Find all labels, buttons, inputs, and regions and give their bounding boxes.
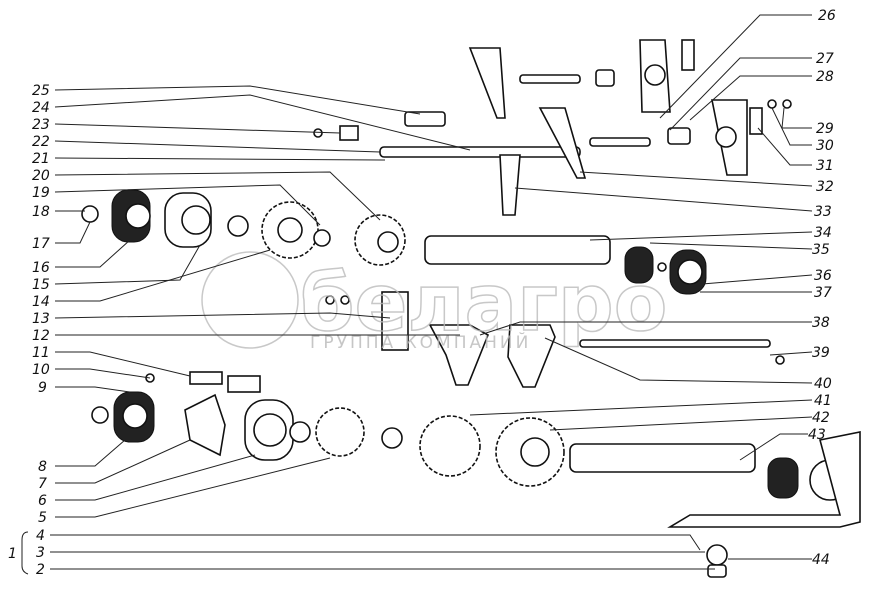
callout-30: 30 xyxy=(816,138,834,154)
callout-37: 37 xyxy=(814,285,832,301)
callout-16: 16 xyxy=(32,260,50,276)
callout-42: 42 xyxy=(812,410,830,426)
watermark-logo: белагро ГРУППА КОМПАНИЙ xyxy=(201,251,668,353)
shaft-34 xyxy=(424,235,611,265)
callout-25: 25 xyxy=(32,83,50,99)
bearing xyxy=(767,457,799,499)
circlip-17 xyxy=(81,205,99,223)
plate-7 xyxy=(184,393,226,457)
callout-26: 26 xyxy=(818,8,836,24)
callout-11: 11 xyxy=(32,345,50,361)
callout-1: 1 xyxy=(8,546,17,562)
plate-23 xyxy=(339,125,359,141)
callout-28: 28 xyxy=(816,69,834,85)
watermark-subtitle: ГРУППА КОМПАНИЙ xyxy=(310,331,531,353)
callouts-right: 26 27 28 29 30 31 32 33 34 35 36 37 38 3… xyxy=(808,8,836,568)
callout-24: 24 xyxy=(32,100,50,116)
callout-6: 6 xyxy=(38,493,47,509)
bolt-24 xyxy=(313,128,323,138)
callout-13: 13 xyxy=(32,311,50,327)
plate-13 xyxy=(381,291,409,351)
rod-27 xyxy=(519,74,581,84)
rod-38 xyxy=(579,339,771,348)
circlip-9 xyxy=(91,406,109,424)
bearing-35 xyxy=(624,246,654,284)
callout-43: 43 xyxy=(808,427,826,443)
parts xyxy=(81,39,861,578)
lever-26a xyxy=(468,47,506,119)
plate-10 xyxy=(227,375,261,393)
callout-19: 19 xyxy=(32,185,50,201)
shift-shaft-22 xyxy=(379,146,581,158)
callout-12: 12 xyxy=(32,328,50,344)
bushing-28 xyxy=(595,69,615,87)
gear-5 xyxy=(315,407,365,457)
callout-7: 7 xyxy=(38,476,47,492)
plate-11 xyxy=(189,371,223,385)
callout-38: 38 xyxy=(812,315,830,331)
plug-2 xyxy=(706,544,728,566)
clip xyxy=(681,39,695,71)
callout-44: 44 xyxy=(812,552,830,568)
leader-lines xyxy=(21,14,813,575)
callout-9: 9 xyxy=(38,380,47,396)
callout-35: 35 xyxy=(812,242,830,258)
callout-5: 5 xyxy=(38,510,47,526)
fork-40 xyxy=(507,324,556,388)
callout-33: 33 xyxy=(814,204,832,220)
callout-41: 41 xyxy=(814,393,832,409)
callout-29: 29 xyxy=(816,121,834,137)
lever-32 xyxy=(538,107,587,179)
callout-27: 27 xyxy=(816,51,834,67)
lever-25 xyxy=(404,111,446,127)
bracket-44 xyxy=(667,431,861,528)
ring-20 xyxy=(313,229,331,247)
gear-41 xyxy=(419,415,481,477)
callout-31: 31 xyxy=(816,158,834,174)
shaft-43 xyxy=(569,443,756,473)
callout-20: 20 xyxy=(32,168,50,184)
callout-21: 21 xyxy=(32,151,50,167)
callout-18: 18 xyxy=(32,204,50,220)
callout-34: 34 xyxy=(814,225,832,241)
callout-17: 17 xyxy=(32,236,50,252)
callouts-left: 25 24 23 22 21 20 19 18 17 16 15 14 13 1… xyxy=(8,83,50,578)
rod-30a xyxy=(589,137,651,147)
callout-39: 39 xyxy=(812,345,830,361)
washer-14 xyxy=(227,215,249,237)
callout-22: 22 xyxy=(32,134,50,150)
callout-8: 8 xyxy=(38,459,47,475)
callout-14: 14 xyxy=(32,294,50,310)
callout-2: 2 xyxy=(36,562,45,578)
callout-32: 32 xyxy=(816,179,834,195)
callout-36: 36 xyxy=(814,268,832,284)
callout-23: 23 xyxy=(32,117,50,133)
callout-15: 15 xyxy=(32,277,50,293)
callout-10: 10 xyxy=(32,362,50,378)
fork-12 xyxy=(428,324,490,386)
shift-fork-33 xyxy=(499,154,521,216)
callout-3: 3 xyxy=(36,545,45,561)
callout-4: 4 xyxy=(36,528,45,544)
callout-40: 40 xyxy=(814,376,832,392)
